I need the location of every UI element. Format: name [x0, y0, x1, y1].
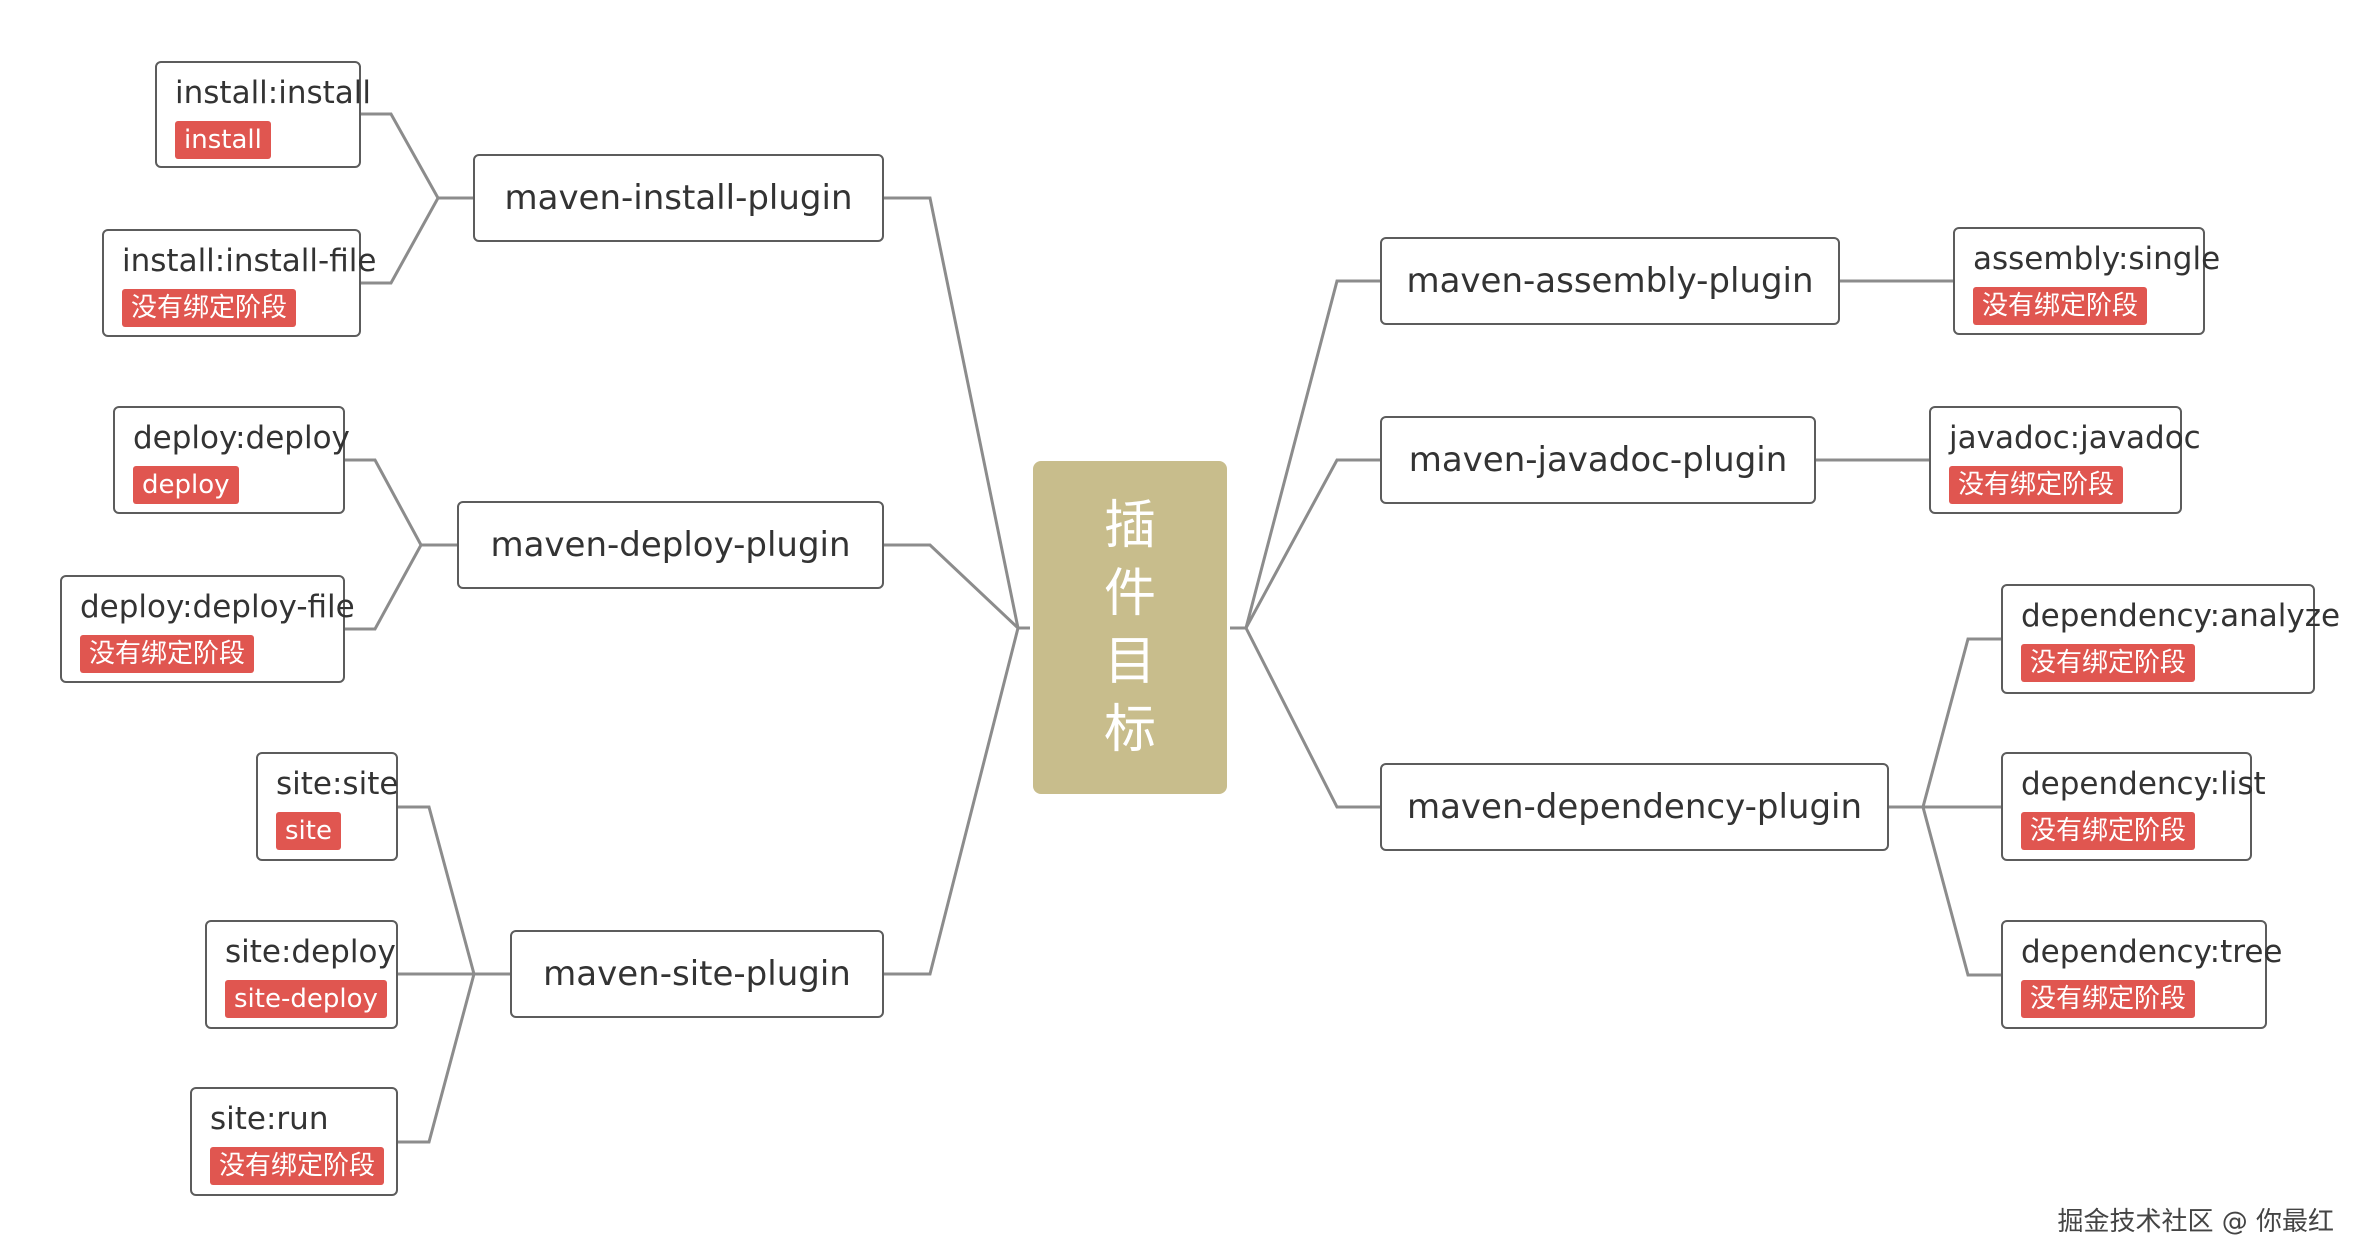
plugin-node-install[interactable]: maven-install-plugin: [473, 154, 884, 242]
center-char: 目: [1103, 631, 1156, 692]
watermark: 掘金技术社区 @ 你最红: [2057, 1207, 2334, 1237]
goal-name: site:deploy: [225, 934, 396, 970]
plugin-node-javadoc[interactable]: maven-javadoc-plugin: [1380, 416, 1816, 504]
goal-node-deploy-deploy[interactable]: deploy:deploy deploy: [113, 406, 350, 514]
goal-name: dependency:tree: [2021, 934, 2283, 970]
goal-name: deploy:deploy-file: [80, 589, 355, 625]
goal-node-deploy-file[interactable]: deploy:deploy-file 没有绑定阶段: [60, 575, 355, 683]
phase-badge: install: [175, 121, 271, 159]
goal-name: javadoc:javadoc: [1949, 420, 2201, 456]
phase-badge: 没有绑定阶段: [80, 635, 255, 673]
goal-node-dependency-analyze[interactable]: dependency:analyze 没有绑定阶段: [2001, 584, 2341, 694]
goal-name: deploy:deploy: [133, 420, 350, 456]
goal-name: assembly:single: [1973, 241, 2221, 277]
phase-badge: deploy: [133, 466, 239, 504]
center-char: 件: [1103, 563, 1156, 624]
goal-name: dependency:analyze: [2021, 598, 2341, 634]
goal-node-assembly-single[interactable]: assembly:single 没有绑定阶段: [1953, 227, 2221, 335]
goal-name: site:run: [210, 1101, 329, 1137]
plugin-node-assembly[interactable]: maven-assembly-plugin: [1380, 237, 1840, 325]
phase-badge: 没有绑定阶段: [2021, 812, 2196, 850]
goal-node-install-file[interactable]: install:install-file 没有绑定阶段: [102, 229, 377, 337]
plugin-label: maven-install-plugin: [504, 178, 853, 218]
center-char: 标: [1103, 699, 1156, 760]
phase-badge: 没有绑定阶段: [2021, 980, 2196, 1018]
phase-badge: 没有绑定阶段: [1949, 466, 2124, 504]
goal-node-javadoc-javadoc[interactable]: javadoc:javadoc 没有绑定阶段: [1929, 406, 2201, 514]
goal-node-dependency-tree[interactable]: dependency:tree 没有绑定阶段: [2001, 920, 2283, 1029]
goal-node-site-run[interactable]: site:run 没有绑定阶段: [190, 1087, 398, 1196]
goal-name: install:install: [175, 75, 372, 111]
plugin-label: maven-assembly-plugin: [1406, 261, 1814, 301]
phase-badge: 没有绑定阶段: [1973, 287, 2148, 325]
phase-badge: site-deploy: [225, 980, 387, 1018]
goal-name: install:install-file: [122, 243, 377, 279]
plugin-label: maven-javadoc-plugin: [1408, 440, 1788, 480]
goal-node-install-install[interactable]: install:install install: [155, 61, 372, 168]
phase-badge: 没有绑定阶段: [2021, 644, 2196, 682]
center-node[interactable]: 插 件 目 标: [1033, 461, 1227, 794]
goal-node-site-site[interactable]: site:site site: [256, 752, 398, 861]
plugin-node-site[interactable]: maven-site-plugin: [510, 930, 884, 1018]
plugin-label: maven-site-plugin: [543, 954, 851, 994]
goal-name: dependency:list: [2021, 766, 2266, 802]
phase-badge: 没有绑定阶段: [210, 1147, 385, 1185]
phase-badge: site: [276, 812, 341, 850]
goal-node-dependency-list[interactable]: dependency:list 没有绑定阶段: [2001, 752, 2266, 861]
plugin-node-deploy[interactable]: maven-deploy-plugin: [457, 501, 884, 589]
plugin-label: maven-deploy-plugin: [490, 525, 851, 565]
goal-node-site-deploy[interactable]: site:deploy site-deploy: [205, 920, 398, 1029]
plugin-label: maven-dependency-plugin: [1406, 787, 1863, 827]
plugin-node-dependency[interactable]: maven-dependency-plugin: [1380, 763, 1889, 851]
phase-badge: 没有绑定阶段: [122, 289, 297, 327]
center-char: 插: [1103, 495, 1156, 556]
goal-name: site:site: [276, 766, 399, 802]
